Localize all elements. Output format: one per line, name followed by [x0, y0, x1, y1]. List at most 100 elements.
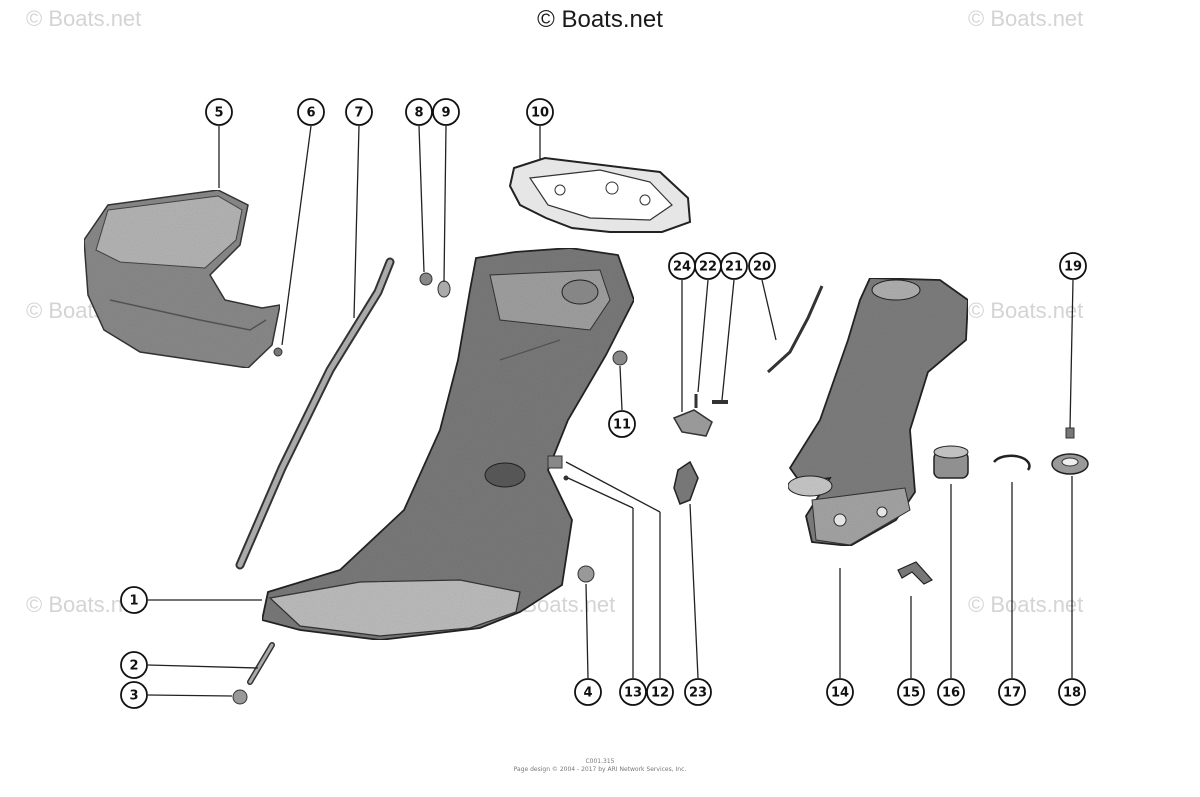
part-11-nut: [612, 350, 628, 366]
callout-7: 7: [345, 98, 373, 126]
callout-label-13: 13: [624, 686, 642, 701]
watermark-main: © Boats.net: [537, 6, 663, 33]
part-12-fitting: [547, 455, 563, 469]
callout-circle-15: [897, 678, 925, 706]
watermark-mid-right: © Boats.net: [968, 298, 1084, 323]
callout-label-18: 18: [1063, 686, 1081, 701]
callout-label-23: 23: [689, 686, 707, 701]
callout-label-22: 22: [699, 260, 717, 275]
part-14-extension-housing: [787, 277, 969, 547]
callout-5: 5: [205, 98, 233, 126]
callout-circle-23: [684, 678, 712, 706]
callout-circle-16: [937, 678, 965, 706]
part-20-link: [766, 285, 824, 374]
callout-8: 8: [405, 98, 433, 126]
callout-11: 11: [608, 410, 636, 438]
callout-circle-12: [646, 678, 674, 706]
callout-circle-5: [205, 98, 233, 126]
callout-circle-4: [574, 678, 602, 706]
part-18-seal: [1051, 453, 1089, 475]
callout-circle-1: [120, 586, 148, 614]
callout-label-20: 20: [753, 260, 771, 275]
callout-circle-24: [668, 252, 696, 280]
callout-17: 17: [998, 678, 1026, 706]
callout-label-19: 19: [1064, 260, 1082, 275]
part-2-stud: [247, 642, 275, 685]
callout-label-6: 6: [306, 106, 315, 121]
part-10-gasket: [508, 156, 692, 233]
callout-14: 14: [826, 678, 854, 706]
callout-21: 21: [720, 252, 748, 280]
callout-1: 1: [120, 586, 148, 614]
footer-code: C001.315: [585, 758, 615, 765]
part-19-screw: [1065, 427, 1075, 439]
callout-label-24: 24: [673, 260, 691, 275]
part-1-driveshaft-housing: [260, 247, 635, 641]
part-16-bushing: [933, 445, 969, 479]
part-23-valve: [673, 460, 699, 505]
callout-circle-13: [619, 678, 647, 706]
callout-label-5: 5: [214, 106, 223, 121]
callout-circle-10: [526, 98, 554, 126]
callout-12: 12: [646, 678, 674, 706]
callout-circle-7: [345, 98, 373, 126]
callout-label-2: 2: [129, 659, 138, 674]
callout-label-14: 14: [831, 686, 849, 701]
callout-label-11: 11: [613, 418, 631, 433]
callout-label-17: 17: [1003, 686, 1021, 701]
callout-circle-3: [120, 681, 148, 709]
watermark-top-right: © Boats.net: [968, 6, 1084, 31]
callout-3: 3: [120, 681, 148, 709]
callout-label-7: 7: [354, 106, 363, 121]
callout-4: 4: [574, 678, 602, 706]
callout-22: 22: [694, 252, 722, 280]
part-3-nut: [232, 689, 248, 705]
part-9-seal: [437, 280, 451, 298]
watermark-low-right: © Boats.net: [968, 592, 1084, 617]
callout-19: 19: [1059, 252, 1087, 280]
part-7-water-tube: [235, 257, 395, 570]
part-4-nut: [577, 565, 595, 583]
watermark-top-left: © Boats.net: [26, 6, 142, 31]
part-24-bracket: [672, 409, 713, 437]
callout-circle-14: [826, 678, 854, 706]
callout-label-9: 9: [441, 106, 450, 121]
callout-label-16: 16: [942, 686, 960, 701]
callout-circle-8: [405, 98, 433, 126]
copyright-footer: C001.315 Page design © 2004 - 2017 by AR…: [0, 758, 1200, 774]
callout-circle-19: [1059, 252, 1087, 280]
callout-label-15: 15: [902, 686, 920, 701]
callout-label-3: 3: [129, 689, 138, 704]
callout-13: 13: [619, 678, 647, 706]
callout-circle-17: [998, 678, 1026, 706]
callout-16: 16: [937, 678, 965, 706]
callout-15: 15: [897, 678, 925, 706]
leader-lines: [147, 125, 1074, 697]
callout-label-4: 4: [583, 686, 592, 701]
footer-copyright: Page design © 2004 - 2017 by ARI Network…: [513, 766, 687, 773]
callout-9: 9: [432, 98, 460, 126]
callout-circle-2: [120, 651, 148, 679]
callout-label-21: 21: [725, 260, 743, 275]
callout-23: 23: [684, 678, 712, 706]
callout-label-1: 1: [129, 594, 138, 609]
callout-label-12: 12: [651, 686, 669, 701]
part-6-screw: [273, 347, 283, 357]
callout-20: 20: [748, 252, 776, 280]
callout-circle-20: [748, 252, 776, 280]
callout-2: 2: [120, 651, 148, 679]
callout-18: 18: [1058, 678, 1086, 706]
part-8-grommet: [419, 272, 433, 286]
callout-10: 10: [526, 98, 554, 126]
callout-6: 6: [297, 98, 325, 126]
callout-label-10: 10: [531, 106, 549, 121]
callout-circle-11: [608, 410, 636, 438]
part-5-cover: [83, 189, 281, 369]
part-15-bracket: [897, 561, 933, 585]
callout-circle-9: [432, 98, 460, 126]
callout-label-8: 8: [414, 106, 423, 121]
callout-circle-18: [1058, 678, 1086, 706]
callout-circle-6: [297, 98, 325, 126]
